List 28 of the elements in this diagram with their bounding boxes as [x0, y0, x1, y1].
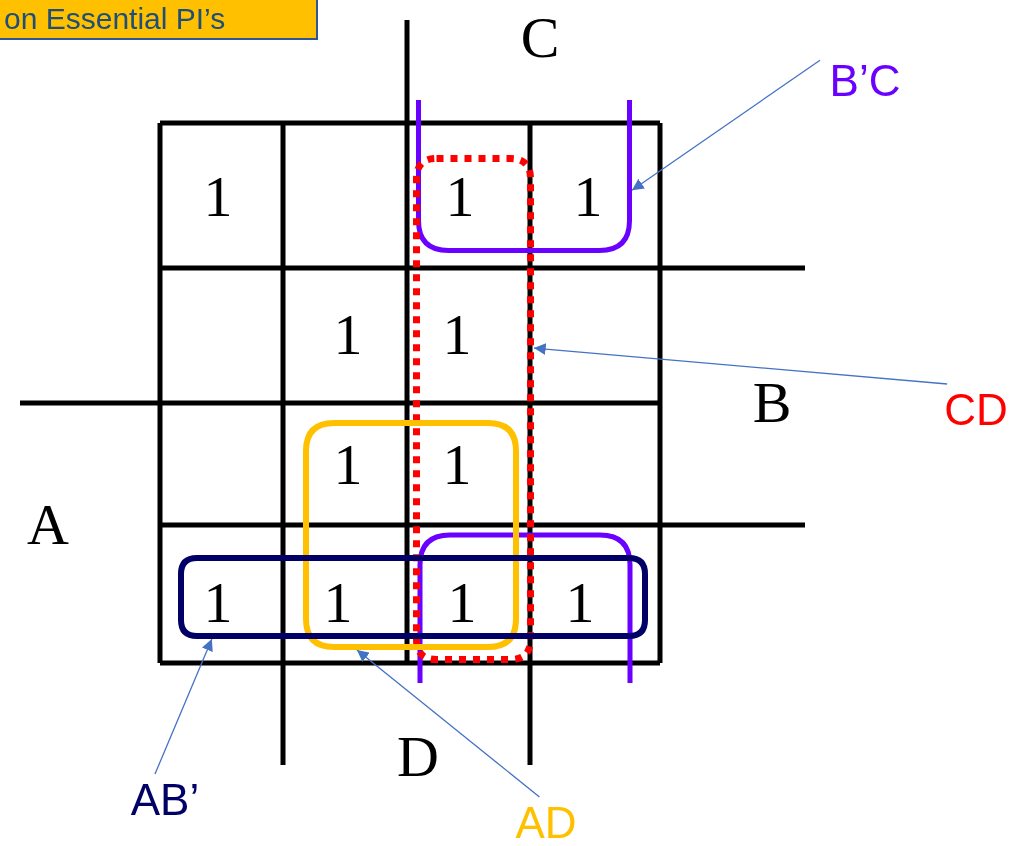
group-loop: [303, 420, 519, 650]
cell-value: 1: [565, 574, 595, 632]
leader-line: [356, 649, 541, 798]
axis-variable: C: [520, 9, 560, 67]
leader-line: [631, 59, 821, 191]
group-label: B’C: [820, 55, 910, 107]
axis-variable: A: [27, 496, 69, 554]
cell-value: 1: [445, 168, 475, 226]
cell-value: 1: [203, 168, 233, 226]
title-banner: on Essential PI’s: [0, 0, 318, 40]
cell-value: 1: [203, 574, 233, 632]
cell-value: 1: [333, 306, 363, 364]
group-loop: [413, 155, 534, 663]
group-loop: [178, 555, 648, 639]
group-label: AB’: [115, 774, 215, 826]
cell-value: 1: [333, 436, 363, 494]
cell-value: 1: [573, 168, 603, 226]
group-loop: [416, 100, 632, 253]
cell-value: 1: [442, 306, 472, 364]
cell-value: 1: [447, 574, 477, 632]
leader-line: [154, 638, 213, 775]
axis-variable: B: [752, 374, 792, 432]
cell-value: 1: [442, 436, 472, 494]
leader-line: [533, 343, 948, 385]
group-label: CD: [938, 384, 1014, 436]
axis-variable: D: [397, 728, 439, 786]
group-label: AD: [505, 797, 587, 846]
cell-value: 1: [323, 574, 353, 632]
